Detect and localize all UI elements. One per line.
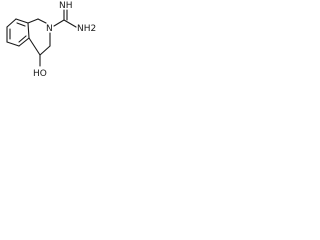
bond-ch2-top	[27, 18, 39, 24]
bond-benzene-3	[27, 22, 30, 39]
bond-benzene-1	[6, 18, 17, 28]
saturated-ring	[27, 18, 51, 56]
bond-benzene-double-2	[18, 35, 27, 43]
bond-choh-ring	[28, 37, 41, 56]
hydroxyl-label: HO	[33, 69, 47, 79]
imine-label: NH	[59, 1, 73, 11]
bond-benzene-4	[18, 37, 30, 47]
bond-c-nh2	[63, 19, 77, 28]
amine-label: NH2	[77, 24, 96, 34]
bond-benzene-double-1	[16, 22, 26, 27]
ring-nitrogen-label: N	[46, 24, 53, 34]
bond-ch2-choh	[39, 45, 51, 56]
benzene-ring	[6, 18, 30, 47]
bond-benzene-2	[15, 18, 29, 24]
bond-n-c	[53, 19, 65, 27]
amidine-group	[53, 9, 77, 28]
molecule-structure-diagram: NH N NH2 HO	[6, 1, 96, 79]
bond-ch2-n	[37, 18, 47, 24]
bond-benzene-5	[6, 41, 20, 47]
